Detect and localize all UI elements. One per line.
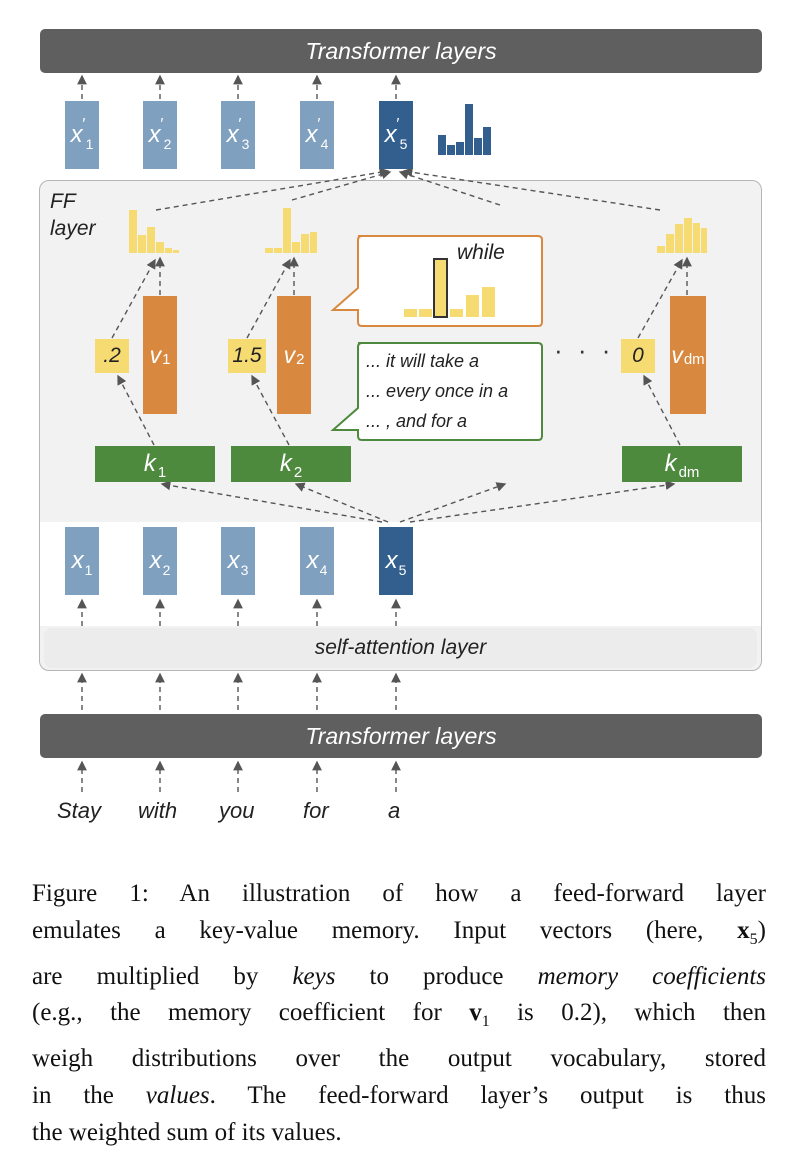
ff-layer-label: FF layer [50,188,96,242]
caption-line-6: in the values. The feed-forward layer’s … [32,1081,766,1109]
input-word-1: Stay [57,798,102,823]
ff-layer-label-line1: FF [50,190,76,213]
caption-line-1: Figure 1: An illustration of how a feed-… [32,880,766,907]
callout-top-word: while [457,241,505,264]
arrow-k2-c2 [251,374,290,446]
callout-top-bubble [330,235,543,327]
output-vector-4: x′4 [300,101,334,169]
memory-coefficient-dm: 0 [621,339,655,373]
callout-bottom-line-1: ... it will take a [366,351,480,371]
memory-coefficient-2: 1.5 [228,339,266,373]
arrow-x5-mid [399,482,507,523]
output-vector-5: x′5 [379,101,413,169]
callout-bottom-lines: ... it will take a ... every once in a .… [366,346,508,436]
callout-bottom-line-3: ... , and for a [366,411,468,431]
caption-line-7: the weighted sum of its values. [32,1118,342,1146]
arrow-kdm-cdm [643,374,681,446]
memory-coefficient-1: .2 [95,339,129,373]
caption-line-3: are multiplied by keys to produce memory… [32,962,766,990]
value1-distribution-histogram [129,210,179,253]
input-word-2: with [138,798,178,823]
caption-line-5: weigh distributions over the output voca… [32,1045,766,1073]
callout-bottom-bubble [330,342,543,441]
bottom-transformer-layers-label: Transformer layers [305,722,497,749]
arrow-hist1-out5 [155,167,390,211]
bottom-transformer-layers-bar: Transformer layers [40,714,762,758]
arrow-x5-k1 [160,480,383,523]
top-transformer-layers-bar: Transformer layers [40,29,762,73]
output-distribution-histogram [438,104,491,155]
output-vector-2: x′2 [143,101,177,169]
arrow-x5-kdm [409,480,676,523]
input-word-3: you [219,798,255,823]
self-attention-layer-label: self-attention layer [314,636,487,659]
top-transformer-layers-label: Transformer layers [305,37,497,64]
caption-line-4: (e.g., the memory coefficient for v1 is … [32,999,766,1031]
arrow-c2-hist [246,258,291,339]
arrow-histdm-out5 [402,167,661,211]
connector-arrows [77,74,692,792]
ff-layer-label-line2: layer [50,217,96,240]
output-vector-3: x′3 [221,101,255,169]
arrow-other-out5 [398,169,501,206]
valuedm-distribution-histogram [657,218,707,253]
input-word-4: for [303,798,329,823]
arrow-hist2-out5 [291,169,392,201]
output-vector-1: x′1 [65,101,99,169]
input-word-5: a [388,798,401,823]
arrow-cdm-hist [637,258,683,339]
arrow-c1-hist [111,258,156,339]
self-attention-layer-bar: self-attention layer [44,628,757,668]
figure-caption: Figure 1: An illustration of how a feed-… [32,876,766,1152]
value2-distribution-histogram [265,208,317,253]
ellipsis-dots: · · · [554,335,615,365]
arrow-k1-c1 [117,374,155,446]
caption-line-2: emulates a key-value memory. Input vecto… [32,916,766,948]
callout-bottom-line-2: ... every once in a [366,381,509,401]
arrow-x5-k2 [294,482,389,523]
